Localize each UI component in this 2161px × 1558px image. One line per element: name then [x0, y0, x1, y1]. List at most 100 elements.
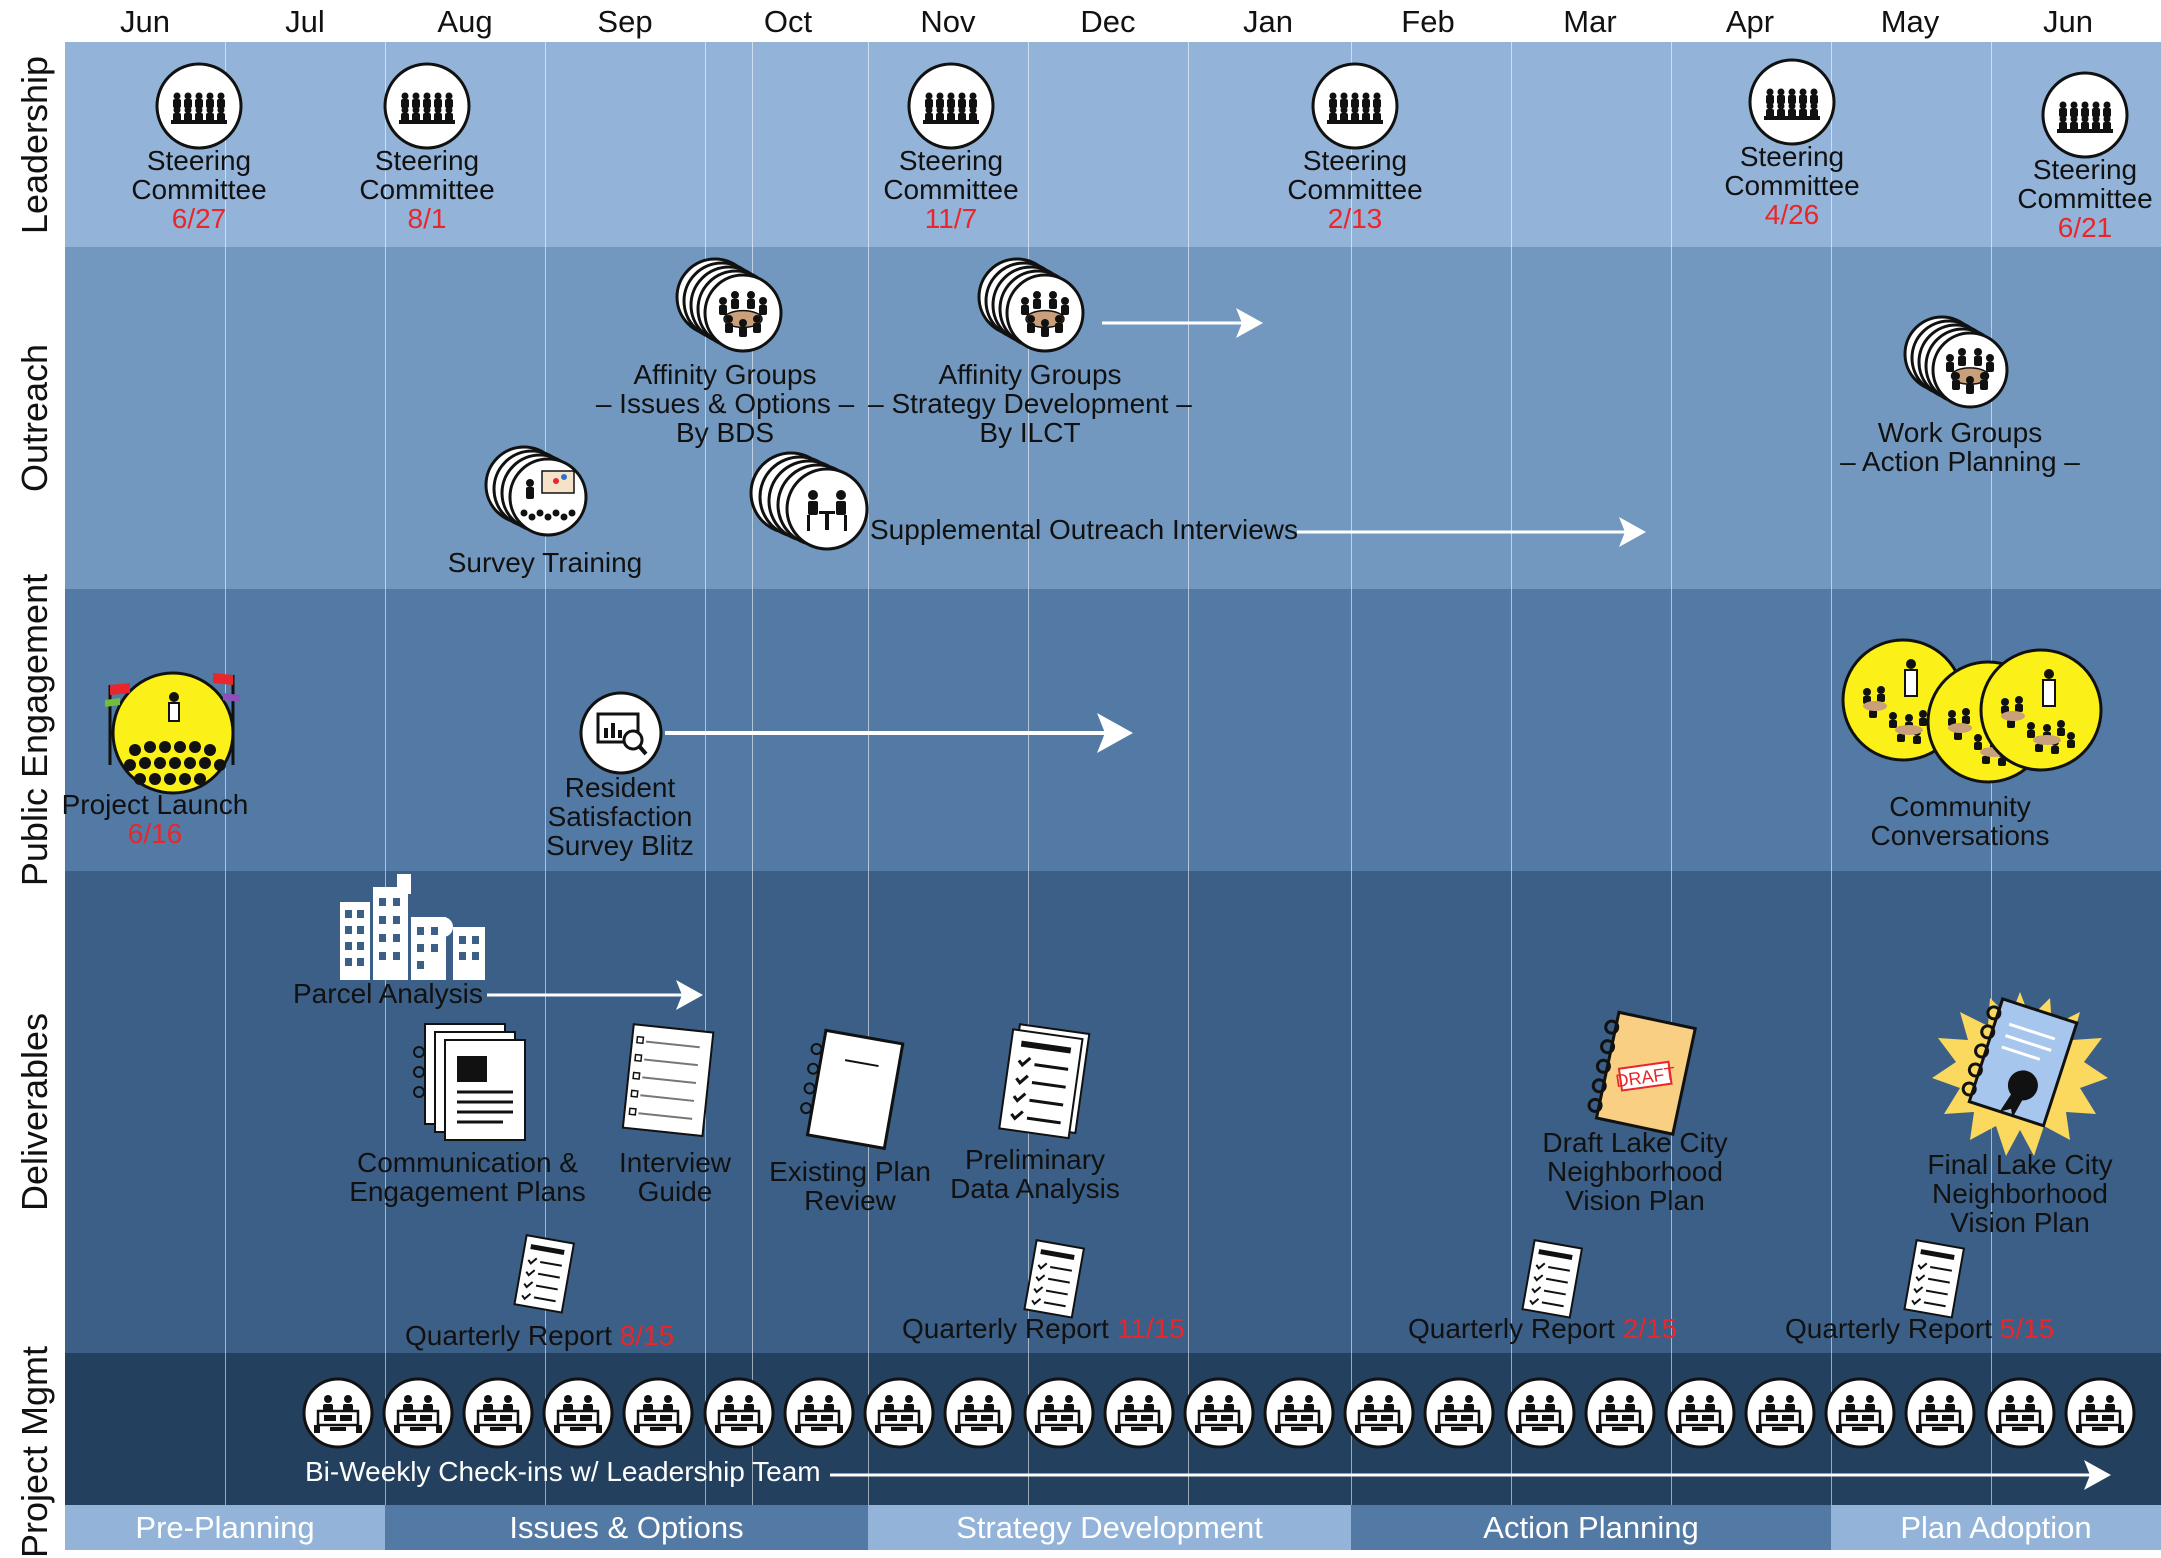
- steering-committee-icon: [1311, 62, 1399, 150]
- meeting-icon: [2064, 1377, 2136, 1449]
- interviews-label: Supplemental Outreach Interviews: [870, 514, 1298, 545]
- stack-circle: [1931, 331, 2009, 409]
- meeting-icon: [542, 1377, 614, 1449]
- stack-circle: [703, 273, 783, 353]
- parcel-analysis-icon: [340, 874, 485, 980]
- month-label: Nov: [920, 4, 976, 39]
- draft-plan-icon: DRAFT: [1587, 1010, 1698, 1136]
- meeting-icon: [1103, 1377, 1175, 1449]
- project-launch-icon: [105, 671, 240, 795]
- phase-pre-planning: Pre-Planning: [65, 1505, 385, 1550]
- phase-label: Action Planning: [1483, 1509, 1699, 1545]
- month-gridline: [545, 42, 546, 1505]
- communication-plans-label: Communication &Engagement Plans: [349, 1147, 586, 1207]
- survey-blitz-icon: [579, 691, 663, 775]
- parcel-analysis-label: Parcel Analysis: [293, 978, 483, 1009]
- work-groups-label: Work Groups– Action Planning –: [1840, 417, 2080, 477]
- steering-committee-icon: [1748, 58, 1836, 146]
- phase-strategy-development: Strategy Development: [868, 1505, 1351, 1550]
- meeting-icon: [302, 1377, 374, 1449]
- meeting-icon: [1984, 1377, 2056, 1449]
- stack-circle: [785, 467, 869, 551]
- steering-committee-icon: [383, 62, 471, 150]
- meeting-icon: [1343, 1377, 1415, 1449]
- month-gridline: [1188, 42, 1189, 1505]
- existing-plan-review-icon: [800, 1028, 905, 1151]
- quarterly-report-icon: [1023, 1239, 1086, 1319]
- communication-plans-icon: [413, 1023, 526, 1141]
- month-label: May: [1880, 4, 1940, 39]
- preliminary-data-icon: [998, 1023, 1091, 1140]
- month-gridline: [225, 42, 226, 1505]
- affinity-groups-1-label: Affinity Groups– Issues & Options –By BD…: [595, 359, 855, 448]
- phase-label: Plan Adoption: [1900, 1509, 2092, 1545]
- steering-committee-icon: [2041, 71, 2129, 159]
- quarterly-report-label: Quarterly Report 5/15: [1785, 1313, 2055, 1344]
- meeting-icon: [703, 1377, 774, 1449]
- stack-circle: [508, 457, 588, 537]
- quarterly-report-icon: [513, 1234, 576, 1314]
- survey-training-label: Survey Training: [447, 547, 643, 578]
- phase-action-planning: Action Planning: [1351, 1505, 1831, 1550]
- meeting-icon: [622, 1377, 694, 1449]
- quarterly-report-label: Quarterly Report 2/15: [1408, 1313, 1678, 1344]
- phase-plan-adoption: Plan Adoption: [1831, 1505, 2161, 1550]
- stack-circle: [1005, 273, 1085, 353]
- quarterly-report-icon: [1903, 1239, 1966, 1319]
- month-label: Apr: [1725, 4, 1775, 39]
- month-gridline: [752, 42, 753, 1505]
- month-label: Jun: [120, 4, 170, 39]
- quarterly-report-icon: [1521, 1239, 1584, 1319]
- month-label: Sep: [597, 4, 653, 39]
- month-label: Dec: [1080, 4, 1136, 39]
- month-gridline: [1671, 42, 1672, 1505]
- steering-committee-icon: [155, 62, 243, 150]
- month-gridline: [705, 42, 706, 1505]
- meeting-icon: [1664, 1377, 1736, 1449]
- month-label: Mar: [1563, 4, 1617, 39]
- month-label: Jul: [285, 4, 325, 39]
- meeting-icon: [1824, 1377, 1896, 1449]
- month-gridline: [385, 42, 386, 1505]
- month-label: Jan: [1243, 4, 1293, 39]
- month-gridline: [1028, 42, 1029, 1505]
- meeting-icon: [1183, 1377, 1255, 1449]
- phase-label: Issues & Options: [509, 1509, 744, 1545]
- final-plan-icon: [1932, 992, 2108, 1156]
- quarterly-report-label: Quarterly Report 8/15: [405, 1320, 675, 1351]
- phase-label: Pre-Planning: [135, 1509, 315, 1545]
- outreach-band: [65, 247, 2161, 589]
- phase-label: Strategy Development: [956, 1509, 1263, 1545]
- community-circle: [1979, 648, 2103, 772]
- steering-committee-icon: [907, 62, 995, 150]
- meeting-icon: [1744, 1377, 1816, 1449]
- meeting-icon: [863, 1377, 935, 1449]
- meeting-icon: [1423, 1377, 1495, 1449]
- month-gridline: [868, 42, 869, 1505]
- meeting-icon: [462, 1377, 534, 1449]
- quarterly-report-label: Quarterly Report 11/15: [902, 1313, 1185, 1344]
- month-label: Jun: [2043, 4, 2093, 39]
- phase-issues-options: Issues & Options: [385, 1505, 868, 1550]
- checkins-label: Bi-Weekly Check-ins w/ Leadership Team: [305, 1456, 821, 1487]
- meeting-icon: [1504, 1377, 1575, 1449]
- month-gridline: [1511, 42, 1512, 1505]
- meeting-icon: [382, 1377, 454, 1449]
- month-label: Feb: [1401, 4, 1455, 39]
